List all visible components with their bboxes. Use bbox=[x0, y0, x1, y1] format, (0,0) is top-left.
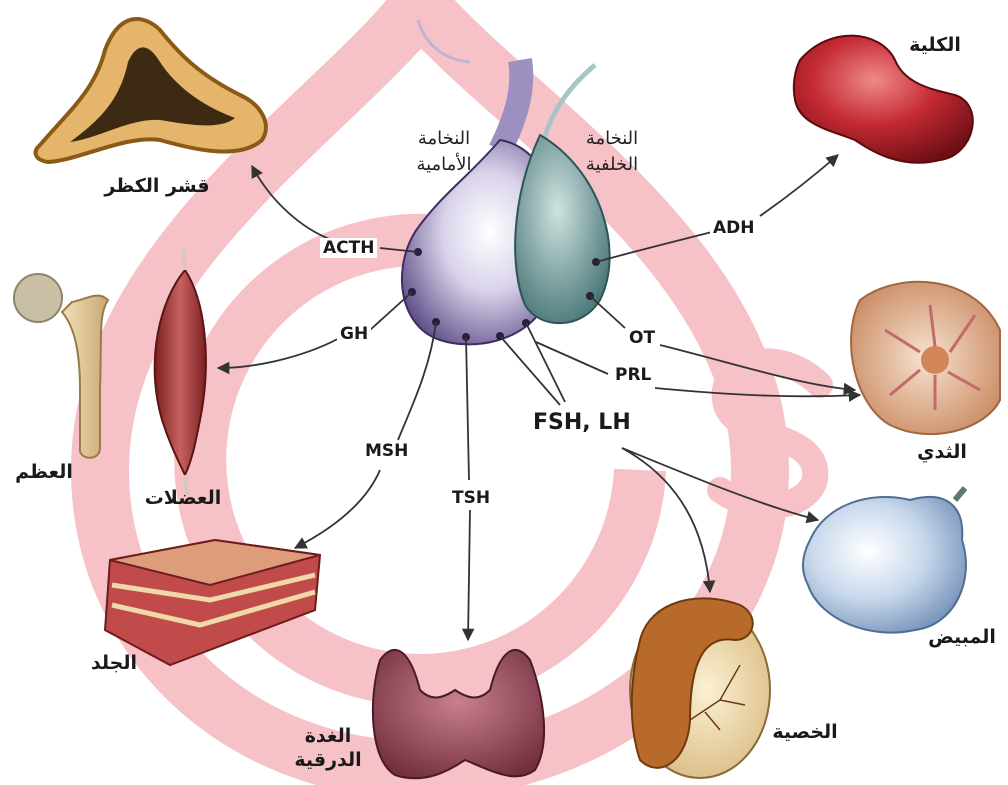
gh-leader bbox=[370, 292, 412, 330]
ot-leader bbox=[590, 296, 625, 328]
msh-leader bbox=[398, 322, 436, 440]
label-thyroid-line2: الدرقية bbox=[288, 748, 368, 772]
bone-image bbox=[14, 274, 108, 458]
msh-arrow bbox=[295, 470, 380, 548]
tsh-arrow bbox=[468, 510, 470, 640]
hormone-prl: PRL bbox=[612, 365, 654, 385]
label-skin: الجلد bbox=[74, 651, 154, 675]
tsh-leader bbox=[466, 337, 469, 480]
hormone-gh: GH bbox=[337, 324, 371, 344]
posterior-label-line1: النخامة bbox=[568, 126, 656, 152]
hormone-ot: OT bbox=[626, 328, 658, 348]
label-ovary: المبيض bbox=[918, 625, 1006, 649]
posterior-label-line2: الخلفية bbox=[568, 152, 656, 178]
label-testis: الخصية bbox=[755, 720, 855, 744]
label-kidney: الكلية bbox=[890, 33, 980, 57]
hormone-tsh: TSH bbox=[449, 488, 493, 508]
adrenal-cortex-image bbox=[36, 19, 266, 162]
anterior-label-line2: الأمامية bbox=[400, 152, 488, 178]
label-breast: الثدي bbox=[902, 440, 982, 464]
label-muscles: العضلات bbox=[128, 486, 238, 510]
anterior-label-line1: النخامة bbox=[400, 126, 488, 152]
posterior-pituitary-label: النخامة الخلفية bbox=[568, 126, 656, 178]
fsh-leader-1 bbox=[500, 336, 560, 405]
hormone-msh: MSH bbox=[362, 441, 411, 461]
label-thyroid-line1: الغدة bbox=[288, 724, 368, 748]
hormone-adh: ADH bbox=[710, 218, 758, 238]
testis-image bbox=[630, 598, 770, 778]
label-bone: العظم bbox=[4, 460, 84, 484]
prl-leader bbox=[536, 342, 608, 374]
hormone-acth: ACTH bbox=[320, 238, 377, 258]
label-adrenal-cortex: قشر الكظر bbox=[92, 174, 222, 198]
ovary-image bbox=[803, 488, 966, 633]
label-thyroid: الغدة الدرقية bbox=[288, 724, 368, 772]
fsh-leader-2 bbox=[526, 323, 565, 402]
hormone-fsh-lh: FSH, LH bbox=[530, 410, 634, 436]
anterior-pituitary-label: النخامة الأمامية bbox=[400, 126, 488, 178]
adh-arrow bbox=[760, 155, 838, 216]
breast-image bbox=[851, 282, 1000, 434]
